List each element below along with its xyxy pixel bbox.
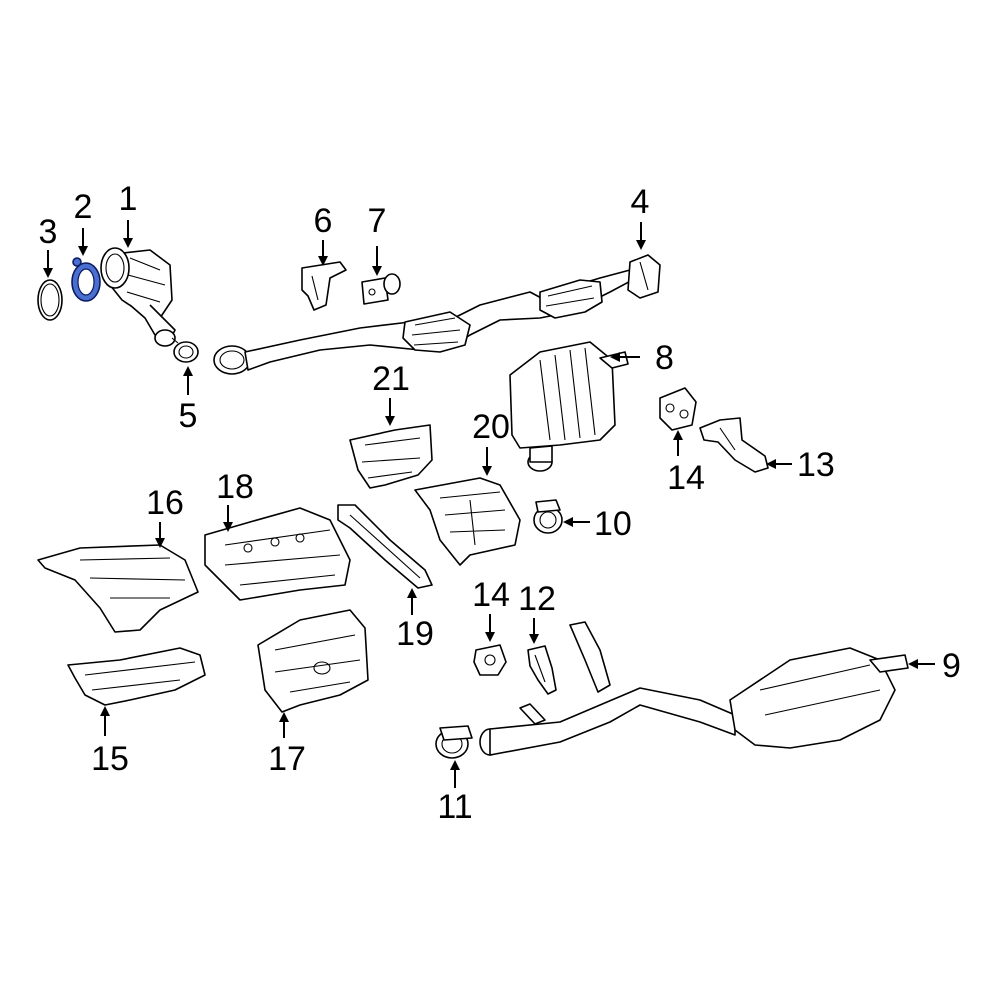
callout-20: 20 xyxy=(472,408,510,446)
part-12-bracket[interactable] xyxy=(527,645,557,695)
callout-16: 16 xyxy=(146,484,184,522)
part-17-heat-shield[interactable] xyxy=(257,609,369,713)
part-14-lower-mount[interactable] xyxy=(473,644,507,676)
part-20-heat-shield[interactable] xyxy=(414,477,521,566)
part-7-hanger[interactable] xyxy=(361,273,401,305)
part-11-clamp[interactable] xyxy=(435,725,473,759)
callout-10: 10 xyxy=(594,505,632,543)
part-5-clamp[interactable] xyxy=(171,337,199,363)
callout-18: 18 xyxy=(216,468,254,506)
callout-1: 1 xyxy=(119,180,138,218)
callout-14-upper: 14 xyxy=(667,459,705,497)
part-15-heat-shield[interactable] xyxy=(67,647,206,706)
callout-15: 15 xyxy=(91,740,129,778)
part-1-catalytic-converter[interactable] xyxy=(100,247,176,347)
part-16-heat-shield[interactable] xyxy=(37,544,199,633)
front-pipe-assembly[interactable] xyxy=(213,254,661,375)
callout-11: 11 xyxy=(437,788,472,826)
callout-12: 12 xyxy=(518,580,556,618)
callout-2: 2 xyxy=(74,188,93,226)
part-21-heat-shield[interactable] xyxy=(349,424,433,489)
part-3-ring-seal[interactable] xyxy=(37,279,63,321)
callout-19: 19 xyxy=(396,615,434,653)
callout-7: 7 xyxy=(368,202,387,240)
callout-17: 17 xyxy=(268,740,306,778)
callout-6: 6 xyxy=(314,202,333,240)
callout-8: 8 xyxy=(655,339,674,377)
callout-21: 21 xyxy=(372,360,410,398)
callout-4: 4 xyxy=(631,183,650,221)
leader-lines xyxy=(43,220,935,788)
callout-5: 5 xyxy=(179,397,198,435)
part-9-rear-pipe-muffler[interactable] xyxy=(479,621,909,756)
part-13-hanger-bracket[interactable] xyxy=(699,417,769,473)
part-10-clamp[interactable] xyxy=(533,499,563,534)
callout-14-lower: 14 xyxy=(472,576,510,614)
part-18-heat-shield[interactable] xyxy=(204,507,351,601)
part-14-upper-mount[interactable] xyxy=(659,387,697,431)
callout-13: 13 xyxy=(797,446,835,484)
part-6-bracket[interactable] xyxy=(301,261,347,311)
part-19-heat-shield-strip[interactable] xyxy=(337,504,433,589)
part-2-gasket[interactable] xyxy=(71,257,101,302)
callout-9: 9 xyxy=(942,647,961,685)
callout-3: 3 xyxy=(39,213,58,251)
callout-labels: 1 2 3 4 5 6 7 8 9 10 11 12 13 14 14 15 1… xyxy=(39,180,961,826)
part-8-rear-muffler[interactable] xyxy=(509,341,629,472)
